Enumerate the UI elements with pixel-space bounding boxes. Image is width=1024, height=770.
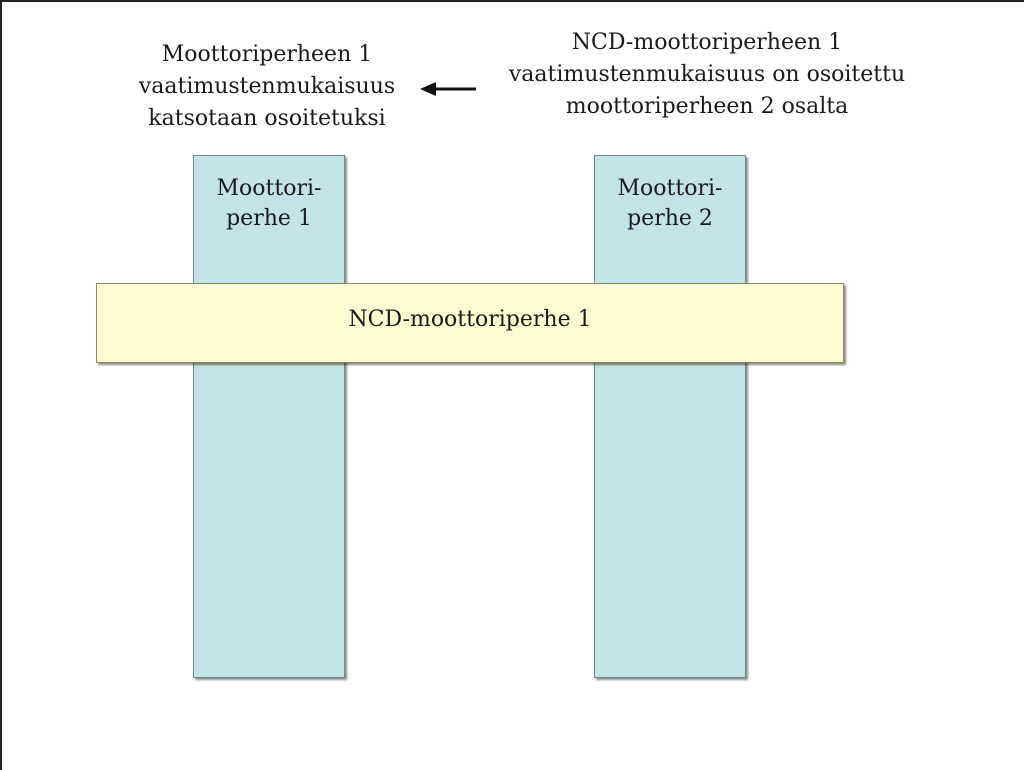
ncd-engine-family-label: NCD-moottoriperhe 1 xyxy=(348,307,592,332)
engine-family-1-label: Moottori- perhe 1 xyxy=(194,174,344,234)
column-label-line: perhe 1 xyxy=(226,206,312,231)
engine-family-2-label: Moottori- perhe 2 xyxy=(595,174,745,234)
note-left-line: Moottoriperheen 1 xyxy=(161,42,373,67)
note-left-line: vaatimustenmukaisuus xyxy=(138,74,396,99)
engine-family-1-column: Moottori- perhe 1 xyxy=(193,155,345,678)
note-left-line: katsotaan osoitetuksi xyxy=(148,106,386,131)
note-right-line: moottoriperheen 2 osalta xyxy=(565,94,849,119)
column-label-line: perhe 2 xyxy=(627,206,713,231)
column-label-line: Moottori- xyxy=(617,176,723,201)
note-right: NCD-moottoriperheen 1 vaatimustenmukaisu… xyxy=(492,27,922,123)
arrow-left-icon xyxy=(420,82,476,96)
note-right-line: NCD-moottoriperheen 1 xyxy=(571,30,843,55)
note-right-line: vaatimustenmukaisuus on osoitettu xyxy=(508,62,906,87)
ncd-engine-family-band: NCD-moottoriperhe 1 xyxy=(96,283,844,363)
engine-family-2-column: Moottori- perhe 2 xyxy=(594,155,746,678)
note-left: Moottoriperheen 1 vaatimustenmukaisuus k… xyxy=(102,39,432,135)
column-label-line: Moottori- xyxy=(216,176,322,201)
